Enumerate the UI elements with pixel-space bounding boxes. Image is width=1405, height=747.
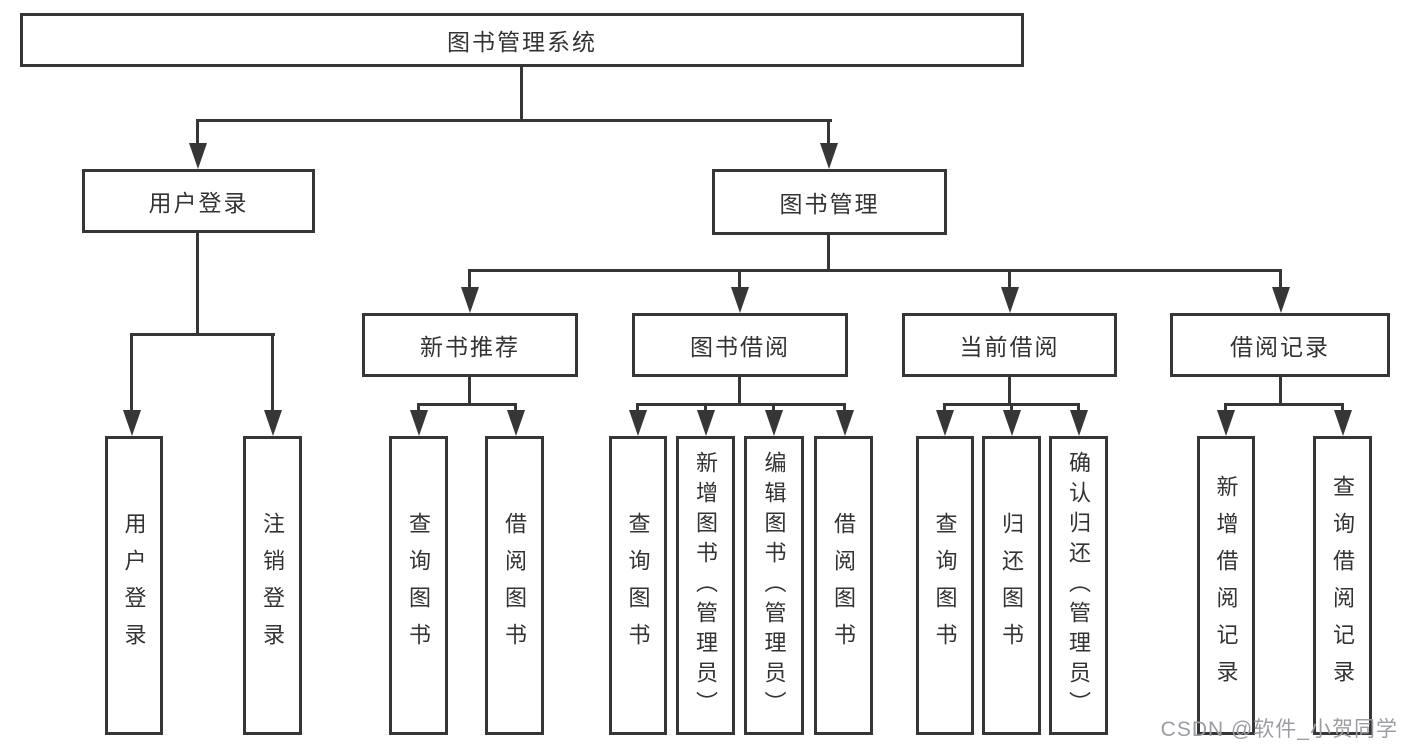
connector-to-leaf-edit-book [772,403,775,415]
node-current-borrow-label: 当前借阅 [959,334,1060,360]
leaf-add-borrow-record: 新增借阅记录 [1197,436,1255,735]
leaf-return-book: 归还图书 [982,436,1041,735]
leaf-query-book-recommend: 查询图书 [389,436,448,735]
connector-current-borrow-stem [1008,377,1011,406]
arrow-leaf-borrow-recommend [507,410,525,436]
connector-to-leaf-add-record [1224,403,1227,415]
arrow-leaf-logout [264,410,282,436]
leaf-logout: 注销登录 [243,436,302,735]
node-book-borrow-label: 图书借阅 [690,334,790,360]
csdn-watermark: CSDN @软件_小贺同学 [1160,718,1398,741]
connector-to-leaf-borrow-recommend [514,403,517,415]
connector-new-book-recommend-bar [417,403,517,406]
connector-to-book-borrow [738,269,741,293]
connector-borrow-record-bar [1224,403,1344,406]
arrow-borrow-record [1272,287,1290,313]
connector-to-leaf-add-book [704,403,707,415]
node-user-login: 用户登录 [82,169,315,233]
connector-borrow-record-stem [1279,377,1282,406]
node-borrow-record-label: 借阅记录 [1230,334,1330,360]
arrow-new-book-recommend [461,287,479,313]
arrow-current-borrow [1001,287,1019,313]
arrow-leaf-query-borrow [629,410,647,436]
arrow-leaf-add-record [1217,410,1235,436]
arrow-leaf-confirm-return [1070,410,1088,436]
node-book-management: 图书管理 [712,169,947,235]
connector-book-management-bar [468,269,1282,272]
arrow-leaf-user-login [123,410,141,436]
leaf-borrow-book: 借阅图书 [814,436,873,735]
arrow-leaf-borrow-book [836,410,854,436]
arrow-leaf-query-current [936,410,954,436]
arrow-leaf-add-book [697,410,715,436]
node-root: 图书管理系统 [20,13,1024,67]
arrow-book-management [820,143,838,169]
connector-to-leaf-query-recommend [417,403,420,415]
connector-book-borrow-stem [738,377,741,406]
connector-to-borrow-record [1279,269,1282,293]
node-current-borrow: 当前借阅 [902,313,1117,377]
leaf-add-book-admin: 新增图书（管理员） [676,436,735,735]
arrow-leaf-edit-book [765,410,783,436]
connector-to-leaf-query-record [1341,403,1344,415]
node-new-book-recommend: 新书推荐 [362,313,578,377]
connector-to-current-borrow [1008,269,1011,293]
node-borrow-record: 借阅记录 [1170,313,1390,377]
leaf-query-book-current: 查询图书 [916,436,974,735]
leaf-query-book-borrow: 查询图书 [609,436,667,735]
node-new-book-recommend-label: 新书推荐 [420,334,520,360]
leaf-user-login: 用户登录 [105,436,163,735]
arrow-leaf-query-recommend [410,410,428,436]
connector-to-leaf-return-book [1010,403,1013,415]
node-book-management-label: 图书管理 [779,191,880,217]
connector-user-login-bar [130,333,275,336]
leaf-edit-book-admin: 编辑图书（管理员） [744,436,804,735]
node-user-login-label: 用户登录 [148,190,249,216]
connector-to-leaf-logout [271,333,274,413]
connector-to-leaf-query-borrow [636,403,639,415]
node-root-label: 图书管理系统 [447,29,597,55]
arrow-user-login [189,143,207,169]
connector-book-borrow-bar [636,403,846,406]
connector-to-leaf-query-current [943,403,946,415]
connector-root-bar [196,119,832,122]
leaf-confirm-return-admin: 确认归还（管理员） [1049,436,1108,735]
connector-to-leaf-user-login [130,333,133,413]
connector-to-new-book-recommend [468,269,471,293]
connector-root-stem [520,67,523,122]
arrow-leaf-return-book [1003,410,1021,436]
connector-user-login-stem [196,232,199,336]
connector-to-leaf-confirm-return [1077,403,1080,415]
connector-to-leaf-borrow-book [843,403,846,415]
connector-to-user-login [196,119,199,151]
arrow-book-borrow [731,287,749,313]
connector-new-book-recommend-stem [468,377,471,406]
leaf-borrow-book-recommend: 借阅图书 [485,436,544,735]
node-book-borrow: 图书借阅 [632,313,848,377]
connector-to-book-management [827,119,830,151]
connector-book-management-stem [827,235,830,272]
arrow-leaf-query-record [1334,410,1352,436]
leaf-query-borrow-record: 查询借阅记录 [1313,436,1372,735]
